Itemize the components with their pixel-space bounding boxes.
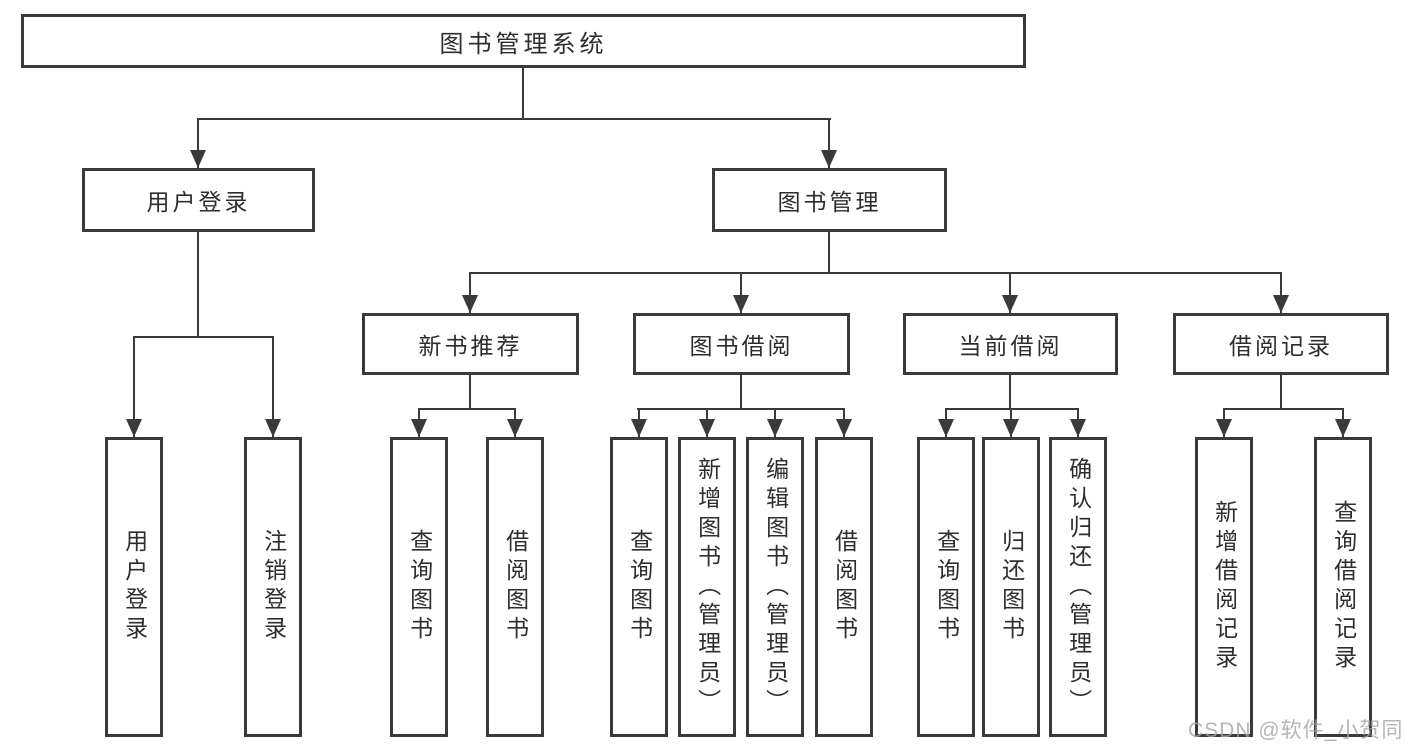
arrowhead-down bbox=[126, 419, 142, 437]
node-label: 确认归还（管理员） bbox=[1065, 456, 1092, 718]
arrowhead-down bbox=[1070, 419, 1086, 437]
arrowhead-down bbox=[733, 295, 749, 313]
leaf-query-books-current: 查询图书 bbox=[917, 437, 975, 737]
connector-user-login-hbar bbox=[133, 336, 274, 338]
node-label: 编辑图书（管理员） bbox=[762, 456, 789, 718]
leaf-query-books: 查询图书 bbox=[610, 437, 668, 737]
node-label: 借阅记录 bbox=[1229, 333, 1333, 359]
arrowhead-down bbox=[767, 419, 783, 437]
node-label: 查询图书 bbox=[406, 529, 433, 645]
node-label: 新增图书（管理员） bbox=[694, 456, 721, 718]
connector-root-stem bbox=[522, 68, 524, 120]
arrowhead-down bbox=[836, 419, 852, 437]
node-label: 归还图书 bbox=[998, 529, 1025, 645]
arrowhead-down bbox=[265, 419, 281, 437]
node-label: 查询借阅记录 bbox=[1330, 500, 1357, 674]
connector-to-user-login bbox=[197, 118, 199, 168]
node-label: 借阅图书 bbox=[502, 529, 529, 645]
connector-current-borrow-stem bbox=[1009, 375, 1011, 410]
connector-borrow-records-hbar bbox=[1223, 408, 1344, 410]
arrowhead-down bbox=[631, 419, 647, 437]
connector-to-book-borrow bbox=[740, 272, 742, 313]
node-label: 新书推荐 bbox=[418, 333, 523, 359]
node-borrow-records: 借阅记录 bbox=[1173, 313, 1389, 375]
arrowhead-down bbox=[1003, 419, 1019, 437]
leaf-edit-book-admin: 编辑图书（管理员） bbox=[746, 437, 804, 737]
arrowhead-down bbox=[938, 419, 954, 437]
arrowhead-down bbox=[462, 295, 478, 313]
node-user-login: 用户登录 bbox=[82, 168, 315, 232]
connector-book-borrow-hbar bbox=[637, 408, 845, 410]
node-label: 查询图书 bbox=[933, 529, 960, 645]
connector-user-login-stem bbox=[197, 232, 199, 338]
node-label: 当前借阅 bbox=[958, 333, 1063, 359]
node-label: 借阅图书 bbox=[831, 529, 858, 645]
leaf-query-borrow-record: 查询借阅记录 bbox=[1314, 437, 1372, 737]
arrowhead-down bbox=[699, 419, 715, 437]
node-label: 用户登录 bbox=[121, 529, 148, 645]
connector-root-hbar bbox=[197, 118, 831, 120]
connector-borrow-records-stem bbox=[1280, 375, 1282, 410]
leaf-borrow-books: 借阅图书 bbox=[815, 437, 873, 737]
leaf-logout: 注销登录 bbox=[244, 437, 302, 737]
node-label: 用户登录 bbox=[146, 189, 251, 215]
node-label: 注销登录 bbox=[260, 529, 287, 645]
connector-book-management-hbar bbox=[469, 272, 1282, 274]
arrowhead-down bbox=[1335, 419, 1351, 437]
arrowhead-down bbox=[1002, 295, 1018, 313]
node-label: 图书管理系统 bbox=[439, 30, 608, 58]
leaf-add-book-admin: 新增图书（管理员） bbox=[678, 437, 736, 737]
arrowhead-down bbox=[507, 419, 523, 437]
arrowhead-down bbox=[190, 150, 206, 168]
connector-to-current-borrow bbox=[1009, 272, 1011, 313]
node-label: 图书管理 bbox=[777, 189, 882, 215]
leaf-confirm-return-admin: 确认归还（管理员） bbox=[1049, 437, 1107, 737]
leaf-user-login: 用户登录 bbox=[105, 437, 163, 737]
node-label: 图书借阅 bbox=[689, 333, 794, 359]
leaf-query-books-recommend: 查询图书 bbox=[390, 437, 448, 737]
node-new-book-recommend: 新书推荐 bbox=[362, 313, 579, 375]
node-library-system: 图书管理系统 bbox=[21, 14, 1026, 68]
watermark: CSDN @软件_小贺同学 bbox=[1188, 719, 1405, 742]
leaf-borrow-books-recommend: 借阅图书 bbox=[486, 437, 544, 737]
node-label: 查询图书 bbox=[626, 529, 653, 645]
node-book-borrow: 图书借阅 bbox=[633, 313, 850, 375]
connector-book-management-stem bbox=[828, 232, 830, 274]
node-label: 新增借阅记录 bbox=[1211, 500, 1238, 674]
connector-book-borrow-stem bbox=[740, 375, 742, 410]
node-current-borrow: 当前借阅 bbox=[903, 313, 1118, 375]
connector-to-leaf-user-login bbox=[133, 336, 135, 437]
arrowhead-down bbox=[821, 150, 837, 168]
connector-to-new-book-recommend bbox=[469, 272, 471, 313]
connector-new-book-hbar bbox=[418, 408, 516, 410]
leaf-add-borrow-record: 新增借阅记录 bbox=[1195, 437, 1253, 737]
node-book-management: 图书管理 bbox=[712, 168, 947, 232]
arrowhead-down bbox=[411, 419, 427, 437]
arrowhead-down bbox=[1273, 295, 1289, 313]
connector-to-book-management bbox=[828, 118, 830, 168]
arrowhead-down bbox=[1216, 419, 1232, 437]
connector-to-leaf-logout bbox=[272, 336, 274, 437]
connector-to-borrow-records bbox=[1280, 272, 1282, 313]
connector-new-book-stem bbox=[469, 375, 471, 410]
connector-current-borrow-hbar bbox=[945, 408, 1079, 410]
leaf-return-book: 归还图书 bbox=[982, 437, 1040, 737]
